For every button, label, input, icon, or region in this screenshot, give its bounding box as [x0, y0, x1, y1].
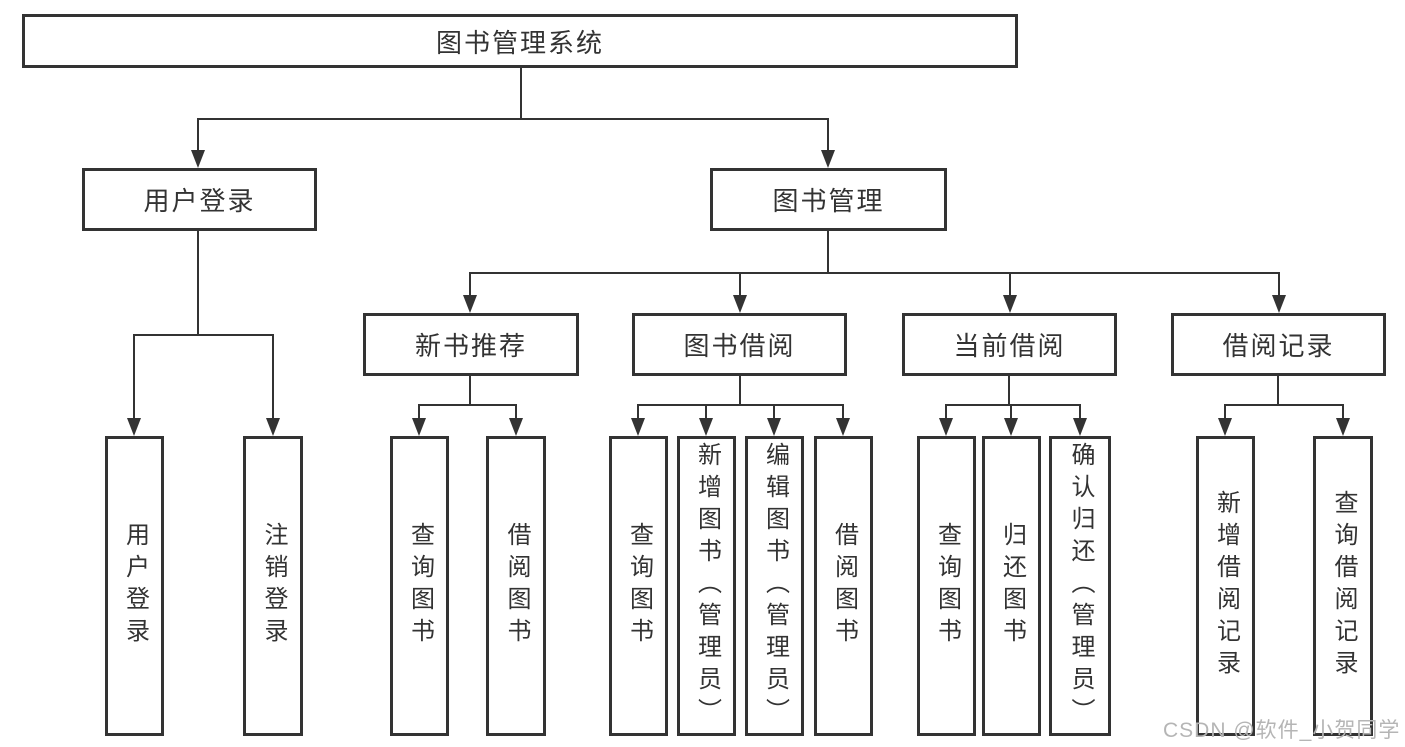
connector-vline [945, 404, 947, 420]
connector-hline [133, 334, 274, 336]
connector-vline [1224, 404, 1226, 420]
node-borrow-records: 借阅记录 [1171, 313, 1386, 376]
arrow-down-icon [1336, 418, 1350, 436]
connector-vline [773, 404, 775, 420]
connector-vline [1008, 376, 1010, 406]
leaf-confirm-return-admin: 确认归还（管理员） [1049, 436, 1111, 736]
leaf-logout-login-label: 注销登录 [260, 522, 287, 650]
connector-hline [1224, 404, 1344, 406]
leaf-return-books-label: 归还图书 [998, 522, 1026, 650]
leaf-query-borrow-record: 查询借阅记录 [1313, 436, 1373, 736]
connector-hline [469, 272, 1280, 274]
arrow-down-icon [1003, 295, 1017, 313]
connector-vline [739, 376, 741, 406]
arrow-down-icon [821, 150, 835, 168]
arrow-down-icon [412, 418, 426, 436]
leaf-add-book-admin: 新增图书（管理员） [677, 436, 736, 736]
leaf-query-books-newbook: 查询图书 [390, 436, 449, 736]
connector-vline [1010, 404, 1012, 420]
node-borrow-records-label: 借阅记录 [1222, 331, 1335, 361]
arrow-down-icon [1272, 295, 1286, 313]
node-new-book-recommend-label: 新书推荐 [414, 331, 527, 361]
connector-vline [133, 334, 135, 420]
connector-vline [520, 68, 522, 120]
connector-hline [418, 404, 517, 406]
leaf-query-books-current-label: 查询图书 [933, 522, 961, 650]
connector-vline [1278, 272, 1280, 297]
arrow-down-icon [1004, 418, 1018, 436]
leaf-user-login: 用户登录 [105, 436, 164, 736]
leaf-logout-login: 注销登录 [243, 436, 303, 736]
connector-vline [197, 118, 199, 152]
leaf-edit-book-admin: 编辑图书（管理员） [745, 436, 804, 736]
connector-vline [469, 272, 471, 297]
connector-vline [515, 404, 517, 420]
leaf-add-borrow-record-label: 新增借阅记录 [1212, 490, 1240, 682]
node-new-book-recommend: 新书推荐 [363, 313, 579, 376]
leaf-query-books-borrow-label: 查询图书 [625, 522, 653, 650]
arrow-down-icon [509, 418, 523, 436]
leaf-return-books: 归还图书 [982, 436, 1041, 736]
connector-vline [842, 404, 844, 420]
leaf-add-book-admin-label: 新增图书（管理员） [693, 442, 721, 730]
node-root-label: 图书管理系统 [435, 27, 604, 58]
node-root: 图书管理系统 [22, 14, 1018, 68]
arrow-down-icon [1218, 418, 1232, 436]
node-current-borrow: 当前借阅 [902, 313, 1117, 376]
connector-vline [1079, 404, 1081, 420]
arrow-down-icon [767, 418, 781, 436]
leaf-query-borrow-record-label: 查询借阅记录 [1330, 490, 1357, 682]
connector-vline [1342, 404, 1344, 420]
arrow-down-icon [733, 295, 747, 313]
connector-vline [272, 334, 274, 420]
arrow-down-icon [266, 418, 280, 436]
node-user-login-label: 用户登录 [143, 186, 256, 216]
arrow-down-icon [699, 418, 713, 436]
leaf-confirm-return-admin-label: 确认归还（管理员） [1067, 442, 1094, 730]
connector-vline [827, 118, 829, 152]
arrow-down-icon [191, 150, 205, 168]
connector-vline [637, 404, 639, 420]
arrow-down-icon [631, 418, 645, 436]
connector-hline [197, 118, 829, 120]
connector-hline [637, 404, 844, 406]
connector-vline [197, 231, 199, 336]
leaf-borrow-books-borrow: 借阅图书 [814, 436, 873, 736]
connector-vline [705, 404, 707, 420]
arrow-down-icon [836, 418, 850, 436]
connector-vline [827, 231, 829, 274]
leaf-query-books-current: 查询图书 [917, 436, 976, 736]
arrow-down-icon [463, 295, 477, 313]
leaf-add-borrow-record: 新增借阅记录 [1196, 436, 1255, 736]
node-book-management-label: 图书管理 [772, 186, 885, 216]
node-user-login: 用户登录 [82, 168, 317, 231]
node-current-borrow-label: 当前借阅 [953, 331, 1066, 361]
arrow-down-icon [127, 418, 141, 436]
leaf-query-books-borrow: 查询图书 [609, 436, 668, 736]
leaf-borrow-books-newbook-label: 借阅图书 [503, 522, 530, 650]
connector-vline [739, 272, 741, 297]
leaf-borrow-books-newbook: 借阅图书 [486, 436, 546, 736]
connector-vline [1277, 376, 1279, 406]
node-book-borrow: 图书借阅 [632, 313, 847, 376]
leaf-user-login-label: 用户登录 [121, 522, 149, 650]
arrow-down-icon [939, 418, 953, 436]
connector-vline [469, 376, 471, 406]
node-book-borrow-label: 图书借阅 [683, 331, 796, 361]
leaf-borrow-books-borrow-label: 借阅图书 [830, 522, 858, 650]
leaf-edit-book-admin-label: 编辑图书（管理员） [761, 442, 789, 730]
node-book-management: 图书管理 [710, 168, 947, 231]
leaf-query-books-newbook-label: 查询图书 [406, 522, 434, 650]
connector-vline [1009, 272, 1011, 297]
watermark: CSDN @软件_小贺同学 [1163, 719, 1401, 742]
connector-vline [418, 404, 420, 420]
arrow-down-icon [1073, 418, 1087, 436]
connector-hline [945, 404, 1081, 406]
